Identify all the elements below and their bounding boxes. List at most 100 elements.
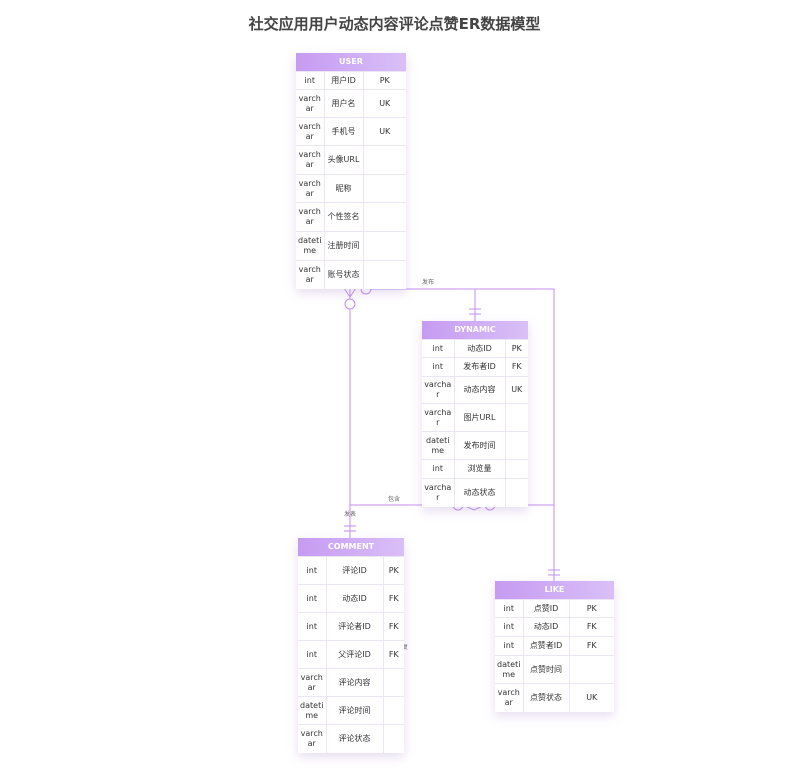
field-name: 动态ID <box>523 617 570 637</box>
field-name: 评论状态 <box>326 724 384 753</box>
field-key: UK <box>363 89 406 118</box>
crow-foot-user-comment <box>343 287 357 298</box>
field-name: 点赞状态 <box>523 683 570 712</box>
field-name: 评论内容 <box>326 668 384 697</box>
field-type: varchar <box>298 724 327 753</box>
field-name: 点赞者ID <box>523 636 570 656</box>
field-key: FK <box>383 584 404 613</box>
field-name: 点赞时间 <box>523 655 570 684</box>
field-name: 账号状态 <box>324 260 364 289</box>
field-type: varchar <box>296 145 325 175</box>
field-type: varchar <box>422 403 455 432</box>
field-type: int <box>298 584 327 613</box>
entity-header-dynamic: DYNAMIC <box>422 321 528 339</box>
field-key <box>363 202 406 232</box>
field-type: int <box>422 459 455 479</box>
field-name: 注册时间 <box>324 231 364 261</box>
field-name: 昵称 <box>324 174 364 203</box>
field-name: 浏览量 <box>454 459 506 479</box>
field-name: 发布时间 <box>454 431 506 460</box>
field-key: PK <box>383 556 404 585</box>
field-name: 父评论ID <box>326 640 384 669</box>
field-name: 动态内容 <box>454 376 506 404</box>
field-key: UK <box>505 376 528 404</box>
field-type: int <box>296 71 325 90</box>
field-key: UK <box>363 117 406 146</box>
field-key: PK <box>505 339 528 358</box>
zero-marker-user-comment <box>344 298 356 310</box>
field-type: int <box>298 556 327 585</box>
field-type: varchar <box>296 174 325 203</box>
field-type: datetime <box>495 655 524 684</box>
field-key <box>569 655 614 684</box>
field-type: datetime <box>298 696 327 725</box>
field-key <box>383 696 404 725</box>
field-name: 发布者ID <box>454 357 506 377</box>
field-type: int <box>495 599 524 618</box>
field-name: 动态状态 <box>454 478 506 507</box>
field-type: varchar <box>296 89 325 118</box>
field-name: 评论ID <box>326 556 384 585</box>
rel-label-user-dynamic: 发布 <box>422 279 435 286</box>
field-name: 手机号 <box>324 117 364 146</box>
field-name: 动态ID <box>326 584 384 613</box>
rel-line-user-like <box>372 288 555 581</box>
field-name: 用户名 <box>324 89 364 118</box>
field-name: 图片URL <box>454 403 506 432</box>
field-type: varchar <box>296 202 325 232</box>
field-type: int <box>298 640 327 669</box>
field-type: varchar <box>495 683 524 712</box>
field-type: int <box>298 612 327 641</box>
field-type: int <box>495 617 524 637</box>
field-key <box>363 260 406 289</box>
field-name: 评论时间 <box>326 696 384 725</box>
field-key <box>363 231 406 261</box>
field-type: varchar <box>298 668 327 697</box>
field-key <box>363 145 406 175</box>
field-key <box>505 478 528 507</box>
field-type: int <box>422 357 455 377</box>
diagram-title: 社交应用用户动态内容评论点赞ER数据模型 <box>248 15 541 33</box>
field-name: 评论者ID <box>326 612 384 641</box>
field-name: 头像URL <box>324 145 364 175</box>
entity-header-user: USER <box>296 53 406 71</box>
field-type: int <box>495 636 524 656</box>
field-type: datetime <box>422 431 455 460</box>
field-key: FK <box>383 612 404 641</box>
field-type: varchar <box>296 117 325 146</box>
field-name: 点赞ID <box>523 599 570 618</box>
field-name: 用户ID <box>324 71 364 90</box>
rel-label-user-comment: 发表 <box>344 511 357 518</box>
field-name: 个性签名 <box>324 202 364 232</box>
field-key <box>505 459 528 479</box>
rel-label-dynamic-comment: 包含 <box>388 496 401 503</box>
field-key <box>383 724 404 753</box>
